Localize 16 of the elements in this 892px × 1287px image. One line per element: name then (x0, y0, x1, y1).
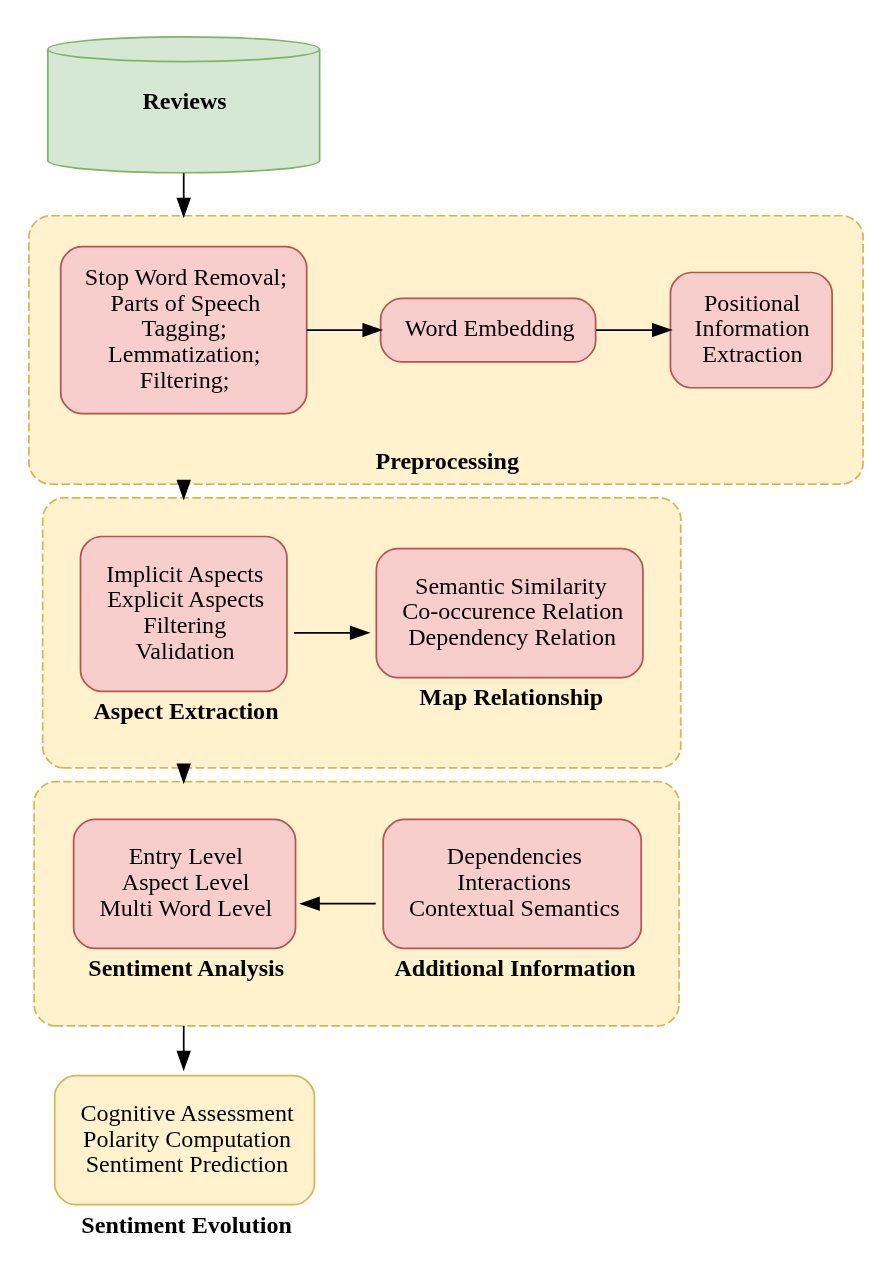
arrow (299, 895, 377, 911)
node-label: Sentiment Evolution (81, 1211, 292, 1238)
arrow (293, 625, 371, 640)
node-label: Sentiment Analysis (88, 954, 285, 981)
arrow (176, 1024, 191, 1071)
arrow (176, 171, 191, 218)
cluster (33, 780, 680, 1027)
arrow (305, 322, 384, 337)
node-box: Stop Word Removal; Parts of Speech Tagging; Lemmatization; Filtering; (59, 245, 308, 414)
node-label: Aspect Extraction (93, 697, 279, 724)
cluster (41, 496, 682, 769)
node-label: Additional Information (394, 954, 636, 981)
node-label: Map Relationship (419, 683, 604, 710)
node-box: Positional Information Extraction (669, 271, 833, 389)
arrow (595, 322, 673, 337)
node-box: Word Embedding (379, 296, 597, 363)
